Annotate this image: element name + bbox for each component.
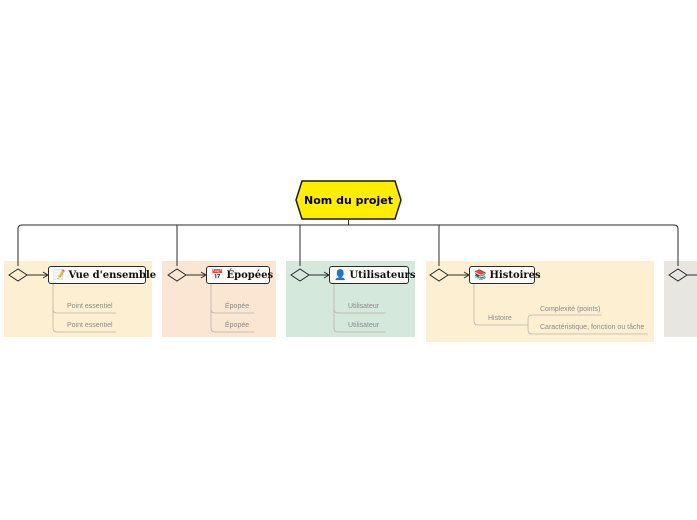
subtopic-story[interactable]: Histoire	[488, 315, 512, 322]
subtopic-users-1[interactable]: Utilisateur	[348, 303, 380, 310]
user-icon: 👤	[334, 269, 347, 281]
collapse-diamond-epics	[167, 268, 187, 282]
root-hexagon	[295, 180, 402, 220]
subtopic-epics-1[interactable]: Épopée	[225, 303, 250, 310]
topic-epics[interactable]: 📅 Épopées	[206, 266, 274, 284]
root-topic-label: Nom du projet	[304, 193, 393, 207]
memo-icon: 📝	[53, 269, 66, 281]
root-topic[interactable]: Nom du projet	[295, 180, 402, 220]
collapse-diamond-users	[290, 268, 310, 282]
topic-users[interactable]: 👤 Utilisateurs	[329, 266, 415, 284]
topic-overview-label: Vue d'ensemble	[68, 269, 157, 281]
calendar-icon: 📅	[211, 269, 224, 281]
subtopic-overview-1[interactable]: Point essentiel	[67, 303, 113, 310]
topic-overview[interactable]: 📝 Vue d'ensemble	[48, 266, 156, 284]
topic-epics-label: Épopées	[226, 269, 274, 281]
collapse-diamond-stories	[429, 268, 449, 282]
topic-users-label: Utilisateurs	[349, 269, 416, 281]
collapse-diamond-overview	[8, 268, 28, 282]
subtopic-story-complexity[interactable]: Complexité (points)	[540, 306, 601, 313]
topic-stories[interactable]: 📚 Histoires	[469, 266, 541, 284]
subtopic-story-feature[interactable]: Caractéristique, fonction ou tâche	[540, 324, 645, 331]
subtopic-users-2[interactable]: Utilisateur	[348, 322, 380, 329]
subtopic-epics-2[interactable]: Épopée	[225, 322, 250, 329]
subtopic-overview-2[interactable]: Point essentiel	[67, 322, 113, 329]
topic-stories-label: Histoires	[489, 269, 541, 281]
collapse-diamond-extra	[668, 268, 688, 282]
book-icon: 📚	[474, 269, 487, 281]
